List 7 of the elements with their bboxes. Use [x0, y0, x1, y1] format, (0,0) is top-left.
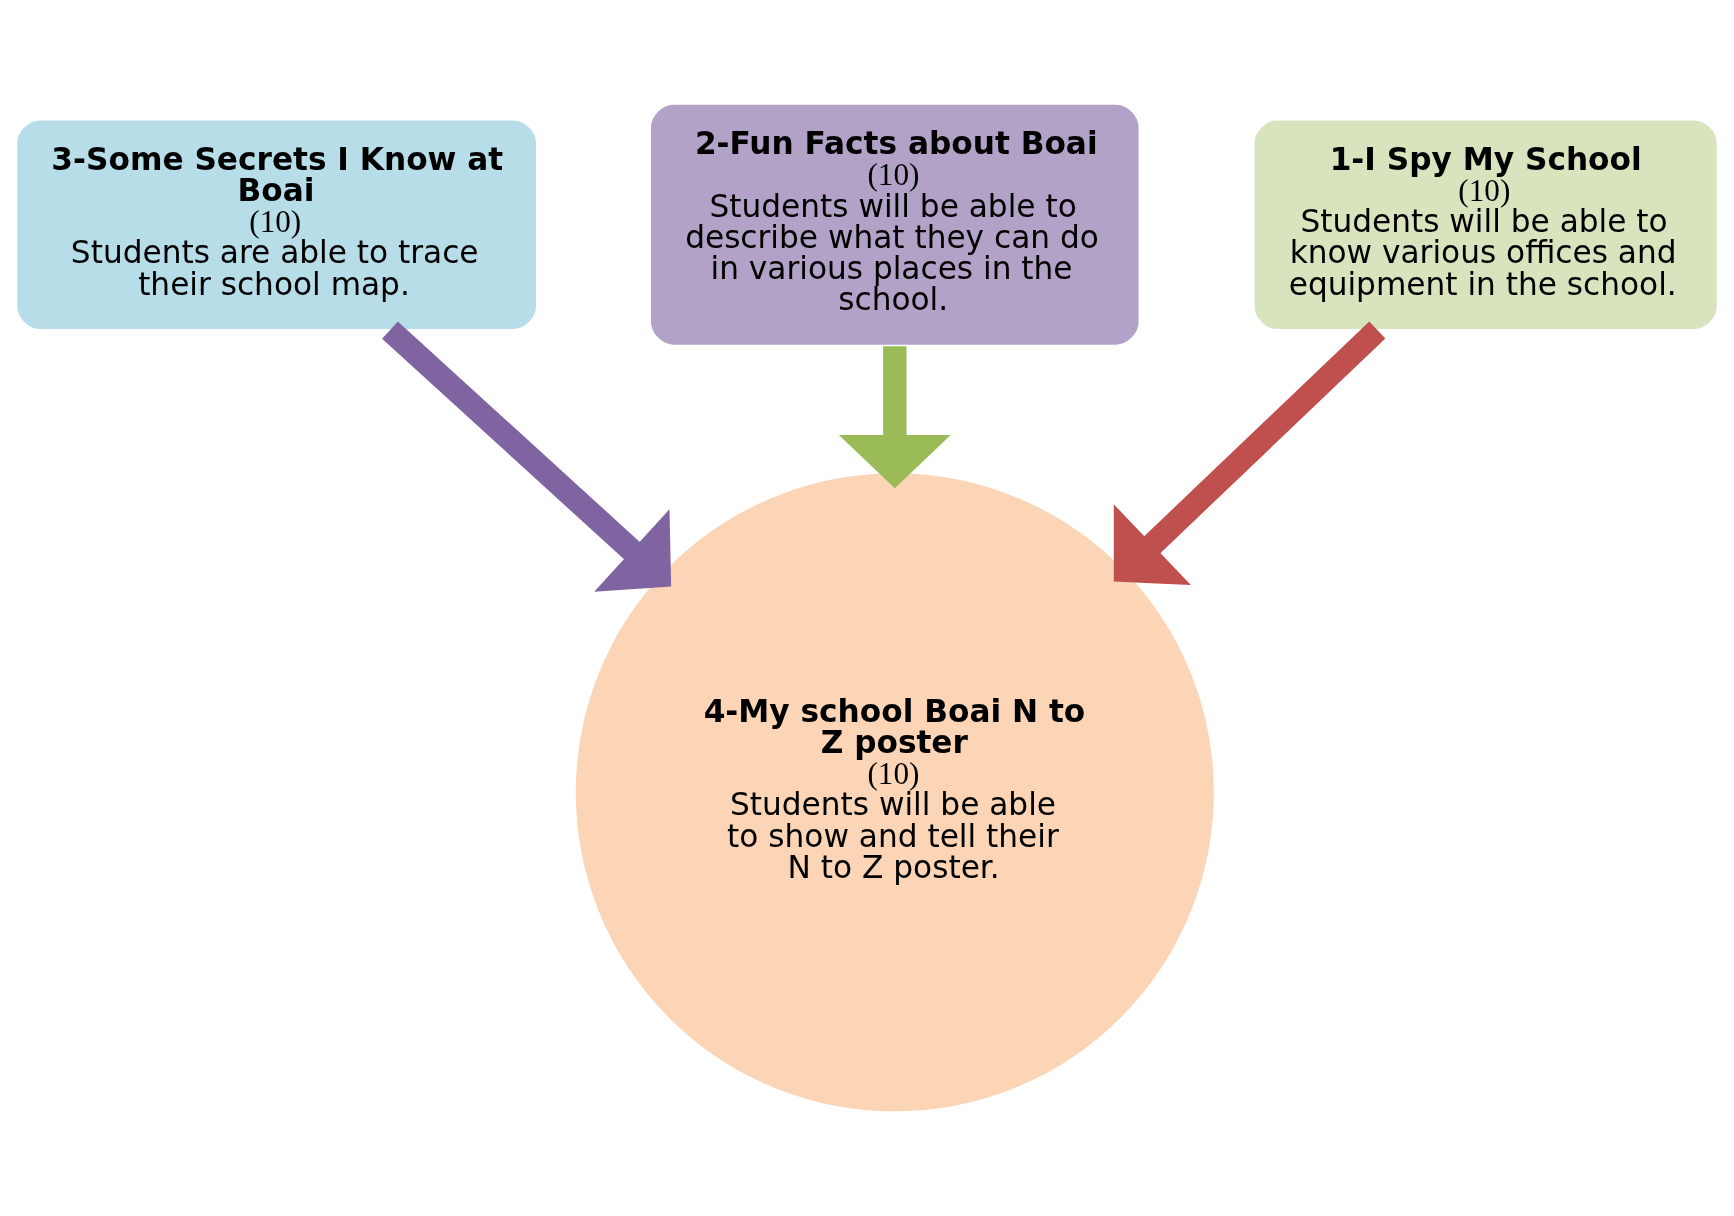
arrow [382, 321, 672, 592]
node-box: 3-Some Secrets I Know at Boai (10) Students are able to trace their school map. [15, 118, 538, 331]
arrow [838, 346, 951, 489]
arrow [1113, 321, 1386, 586]
node-circle: 4-My school Boai N to Z poster (10) Students will be able to show and tell their N to Z poster. [573, 471, 1216, 1114]
node-box: 1-I Spy My School (10) Students will be able to know various offices and equipment in the school. [1252, 118, 1719, 331]
node-box: 2-Fun Facts about Boai (10) Students will be able to describe what they can do in various places in the school. [649, 102, 1141, 347]
